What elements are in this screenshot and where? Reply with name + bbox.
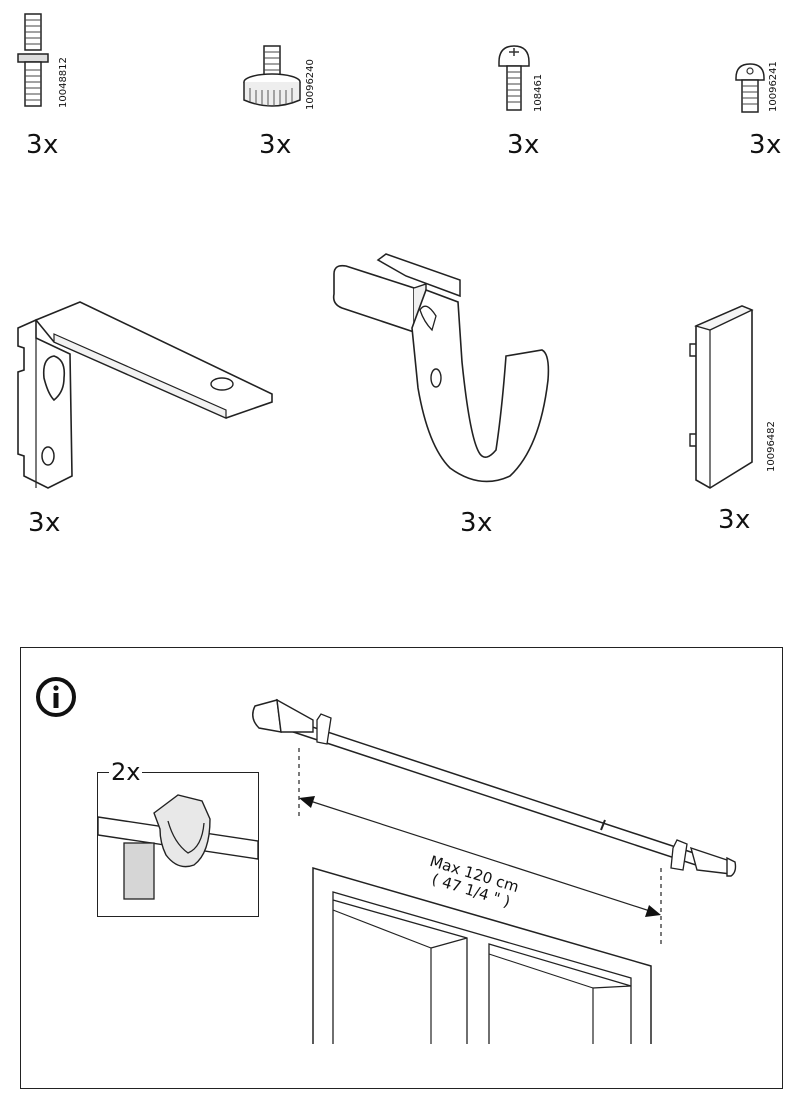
part-quantity: 3x [718,505,751,535]
end-cap-block-icon [689,305,754,489]
part-code: 10096241 [768,61,779,112]
part-code: 10048812 [58,57,69,108]
rod-holder-detail-icon [97,794,259,900]
info-panel: 2x Max 120 cm ( 47 1/4 " ) [20,647,783,1089]
part-code: 10096240 [305,59,316,110]
part-quantity: 3x [259,130,292,160]
small-torx-screw-icon [735,63,765,113]
double-ended-stud-icon [17,13,49,107]
detail-inset [97,772,259,917]
part-quantity: 3x [507,130,540,160]
part-quantity: 3x [749,130,782,160]
knurled-thumb-screw-icon [243,45,301,107]
part-quantity: 3x [460,508,493,538]
rod-holder-hook-icon [332,253,550,483]
part-code: 108461 [533,73,544,112]
info-icon [36,677,76,717]
part-code: 10096482 [766,421,777,472]
part-quantity: 3x [28,508,61,538]
wall-bracket-icon [17,301,273,489]
detail-multiplier: 2x [109,758,143,786]
pan-head-screw-icon [498,45,530,111]
curtain-rod-icon [252,698,737,1044]
part-quantity: 3x [26,130,59,160]
